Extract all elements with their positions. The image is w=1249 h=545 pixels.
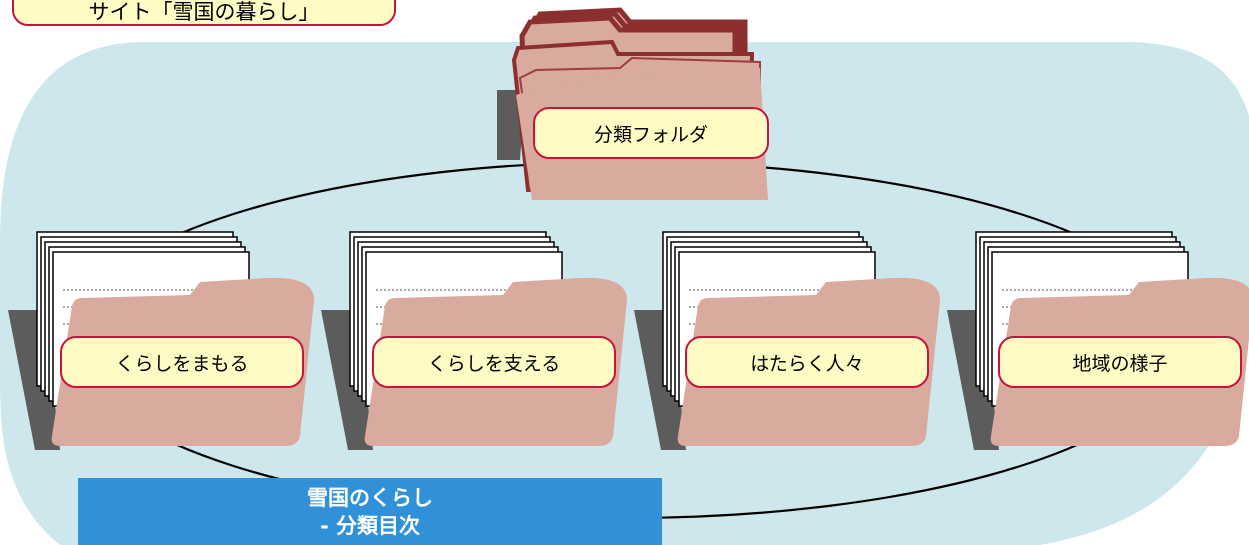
- root-folder-label-text: 分類フォルダ: [593, 123, 708, 146]
- category-label-text: 地域の様子: [1072, 352, 1168, 375]
- category-label-kurashi-wo-mamoru[interactable]: くらしをまもる: [60, 336, 304, 388]
- category-label-chiiki-no-yousu[interactable]: 地域の様子: [998, 336, 1242, 388]
- category-label-kurashi-wo-sasaeru[interactable]: くらしを支える: [372, 336, 616, 388]
- category-label-text: くらしを支える: [427, 352, 561, 375]
- root-folder-label[interactable]: 分類フォルダ: [533, 107, 769, 159]
- banner-subtitle: - 分類目次: [319, 514, 421, 538]
- site-title-text: サイト「雪国の暮らし」: [88, 0, 320, 24]
- category-label-text: くらしをまもる: [115, 352, 249, 375]
- banner-title: 雪国のくらし: [307, 486, 433, 510]
- site-title-box: サイト「雪国の暮らし」: [12, 0, 396, 26]
- index-banner: 雪国のくらし - 分類目次: [78, 478, 662, 545]
- category-label-hataraku-hitobito[interactable]: はたらく人々: [685, 336, 929, 388]
- category-label-text: はたらく人々: [750, 352, 864, 375]
- root-folder-icon: [497, 7, 768, 200]
